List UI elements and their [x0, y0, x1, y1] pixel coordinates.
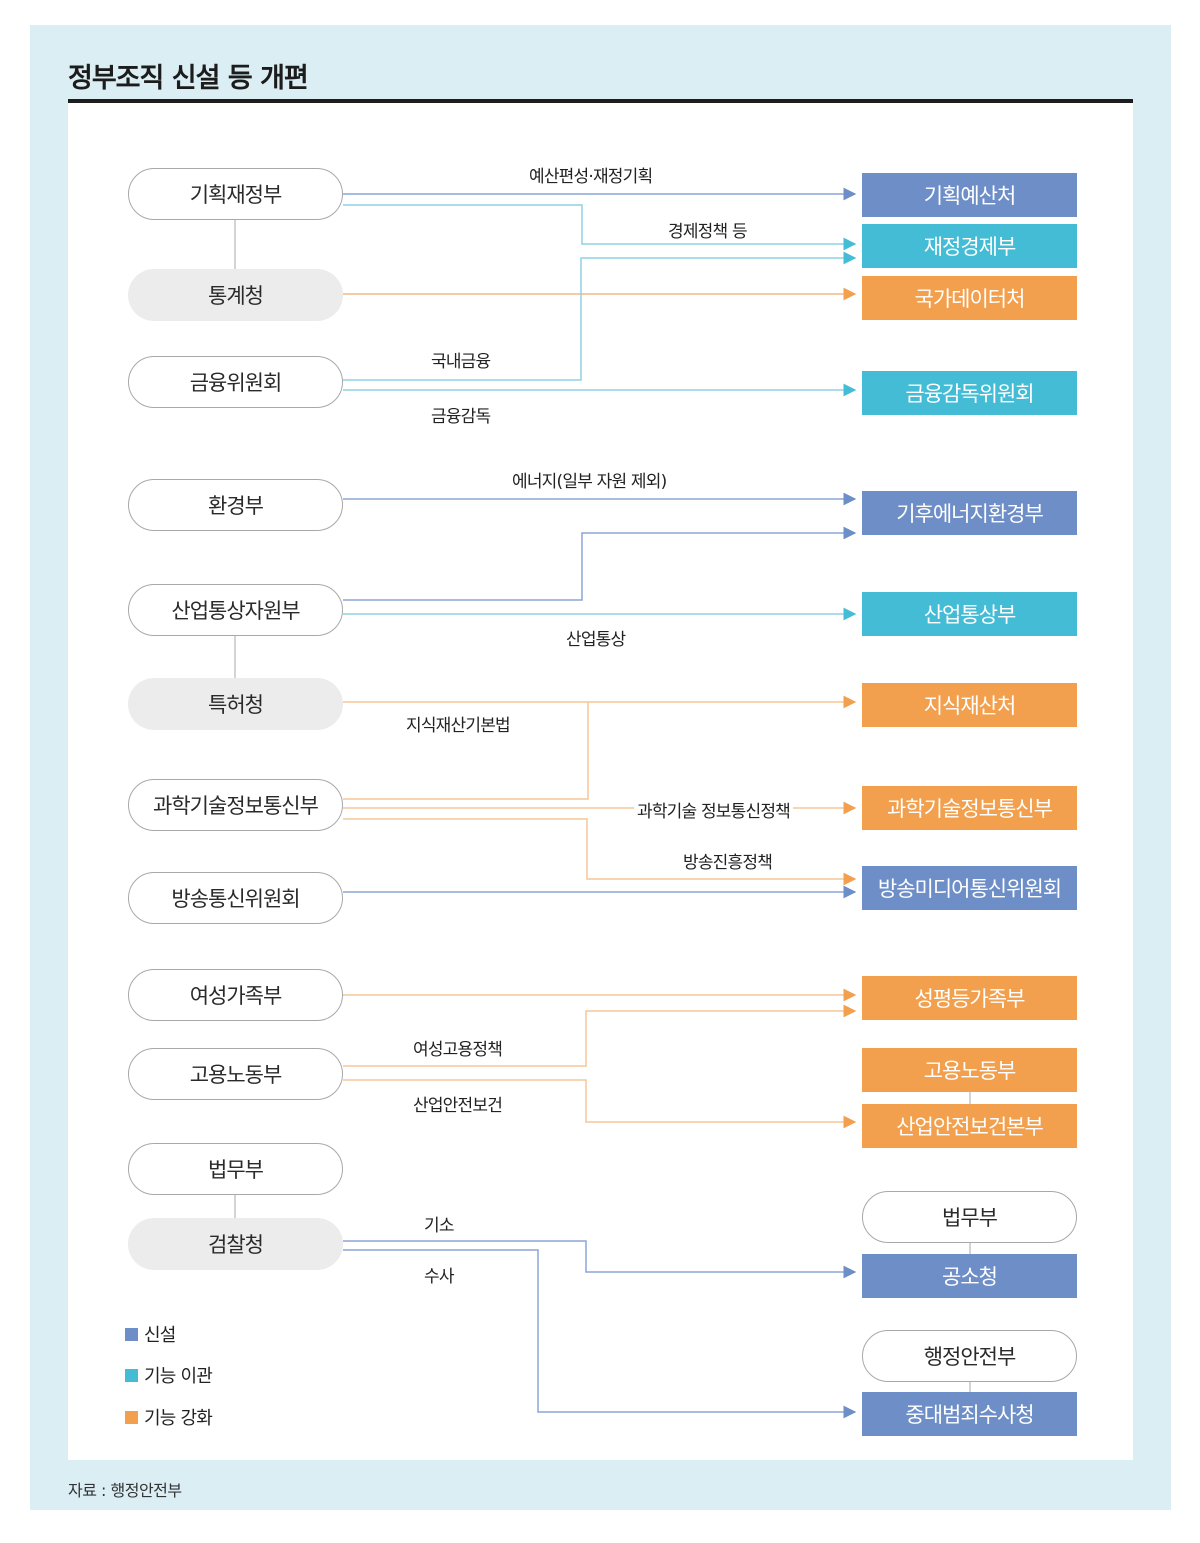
- legend-item-new: 신설: [125, 1321, 176, 1347]
- legend-item-strengthen: 기능 강화: [125, 1404, 213, 1430]
- flow-label-broadcast: 방송진흥정책: [683, 853, 773, 873]
- legend-swatch-icon: [125, 1327, 138, 1341]
- org-label: 통계청: [208, 284, 264, 308]
- org-label: 금융위원회: [189, 371, 283, 395]
- org-kcc: 방송통신위원회: [128, 872, 343, 924]
- neworg-ipo: 지식재산처: [862, 683, 1077, 727]
- org-label: 과학기술정보통신부: [887, 797, 1053, 821]
- org-label: 지식재산처: [923, 694, 1017, 718]
- neworg-nda: 국가데이터처: [862, 276, 1077, 320]
- org-msit: 과학기술정보통신부: [128, 779, 343, 831]
- legend-swatch-icon: [125, 1410, 138, 1424]
- flow-label-ip-law: 지식재산기본법: [406, 716, 511, 736]
- source-note: 자료 : 행정안전부: [68, 1481, 182, 1500]
- org-label: 고용노동부: [189, 1063, 283, 1087]
- org-label: 법무부: [208, 1158, 264, 1182]
- org-label: 금융감독위원회: [905, 382, 1034, 406]
- neworg-mit: 산업통상부: [862, 592, 1077, 636]
- org-fsc: 금융위원회: [128, 356, 343, 408]
- org-motie: 산업통상자원부: [128, 584, 343, 636]
- neworg-msit: 과학기술정보통신부: [862, 786, 1077, 830]
- neworg-moj-parent: 법무부: [862, 1191, 1077, 1243]
- neworg-moel: 고용노동부: [862, 1048, 1077, 1092]
- org-label: 고용노동부: [923, 1059, 1017, 1083]
- neworg-bmcc: 방송미디어통신위원회: [862, 866, 1077, 910]
- neworg-mcee: 기후에너지환경부: [862, 491, 1077, 535]
- flow-label-prosecution: 기소: [424, 1216, 454, 1236]
- neworg-pro: 공소청: [862, 1254, 1077, 1298]
- org-label: 기후에너지환경부: [896, 502, 1044, 526]
- neworg-mpb: 기획예산처: [862, 173, 1077, 217]
- flow-label-energy: 에너지(일부 자원 제외): [512, 472, 667, 492]
- flow-label-trade: 산업통상: [566, 630, 626, 650]
- legend-label: 기능 강화: [144, 1408, 213, 1429]
- title-divider: [68, 99, 1133, 103]
- org-label: 여성가족부: [189, 984, 283, 1008]
- org-label: 방송미디어통신위원회: [877, 877, 1062, 901]
- org-kipo: 특허청: [128, 678, 343, 730]
- neworg-mge: 성평등가족부: [862, 976, 1077, 1020]
- org-label: 방송통신위원회: [171, 887, 300, 911]
- flow-label-investigation: 수사: [424, 1267, 454, 1287]
- org-label: 기획재정부: [189, 183, 283, 207]
- org-label: 과학기술정보통신부: [153, 794, 319, 818]
- neworg-scia: 중대범죄수사청: [862, 1392, 1077, 1436]
- chart-title: 정부조직 신설 등 개편: [68, 63, 309, 94]
- org-moj: 법무부: [128, 1143, 343, 1195]
- org-mogef: 여성가족부: [128, 969, 343, 1021]
- org-label: 행정안전부: [923, 1345, 1017, 1369]
- neworg-osh: 산업안전보건본부: [862, 1104, 1077, 1148]
- flow-label-fin-sup: 금융감독: [431, 407, 491, 427]
- org-spo: 검찰청: [128, 1218, 343, 1270]
- org-label: 기획예산처: [923, 184, 1017, 208]
- flow-label-women-emp: 여성고용정책: [413, 1040, 503, 1060]
- org-label: 공소청: [942, 1265, 998, 1289]
- neworg-fss: 금융감독위원회: [862, 371, 1077, 415]
- legend-label: 신설: [144, 1325, 176, 1346]
- legend-swatch-icon: [125, 1368, 138, 1382]
- org-label: 검찰청: [208, 1233, 264, 1257]
- org-label: 중대범죄수사청: [905, 1403, 1034, 1427]
- org-label: 재정경제부: [923, 235, 1017, 259]
- org-label: 국가데이터처: [914, 287, 1026, 311]
- neworg-mofe: 재정경제부: [862, 224, 1077, 268]
- org-label: 환경부: [208, 494, 264, 518]
- flow-label-safety: 산업안전보건: [413, 1096, 503, 1116]
- flow-label-econ: 경제정책 등: [668, 222, 748, 242]
- org-label: 산업통상부: [923, 603, 1017, 627]
- legend-item-transfer: 기능 이관: [125, 1362, 213, 1388]
- org-label: 성평등가족부: [914, 987, 1026, 1011]
- org-label: 산업안전보건본부: [896, 1115, 1044, 1139]
- flow-label-domestic-fin: 국내금융: [431, 352, 491, 372]
- flow-label-sci-ict: 과학기술 정보통신정책: [634, 797, 794, 822]
- org-me: 환경부: [128, 479, 343, 531]
- org-label: 법무부: [942, 1206, 998, 1230]
- flow-label-budget: 예산편성·재정기획: [529, 167, 653, 187]
- org-kostat: 통계청: [128, 269, 343, 321]
- org-moel: 고용노동부: [128, 1048, 343, 1100]
- org-moef: 기획재정부: [128, 168, 343, 220]
- neworg-mois-parent: 행정안전부: [862, 1330, 1077, 1382]
- org-label: 산업통상자원부: [171, 599, 300, 623]
- org-label: 특허청: [208, 693, 264, 717]
- legend-label: 기능 이관: [144, 1366, 213, 1387]
